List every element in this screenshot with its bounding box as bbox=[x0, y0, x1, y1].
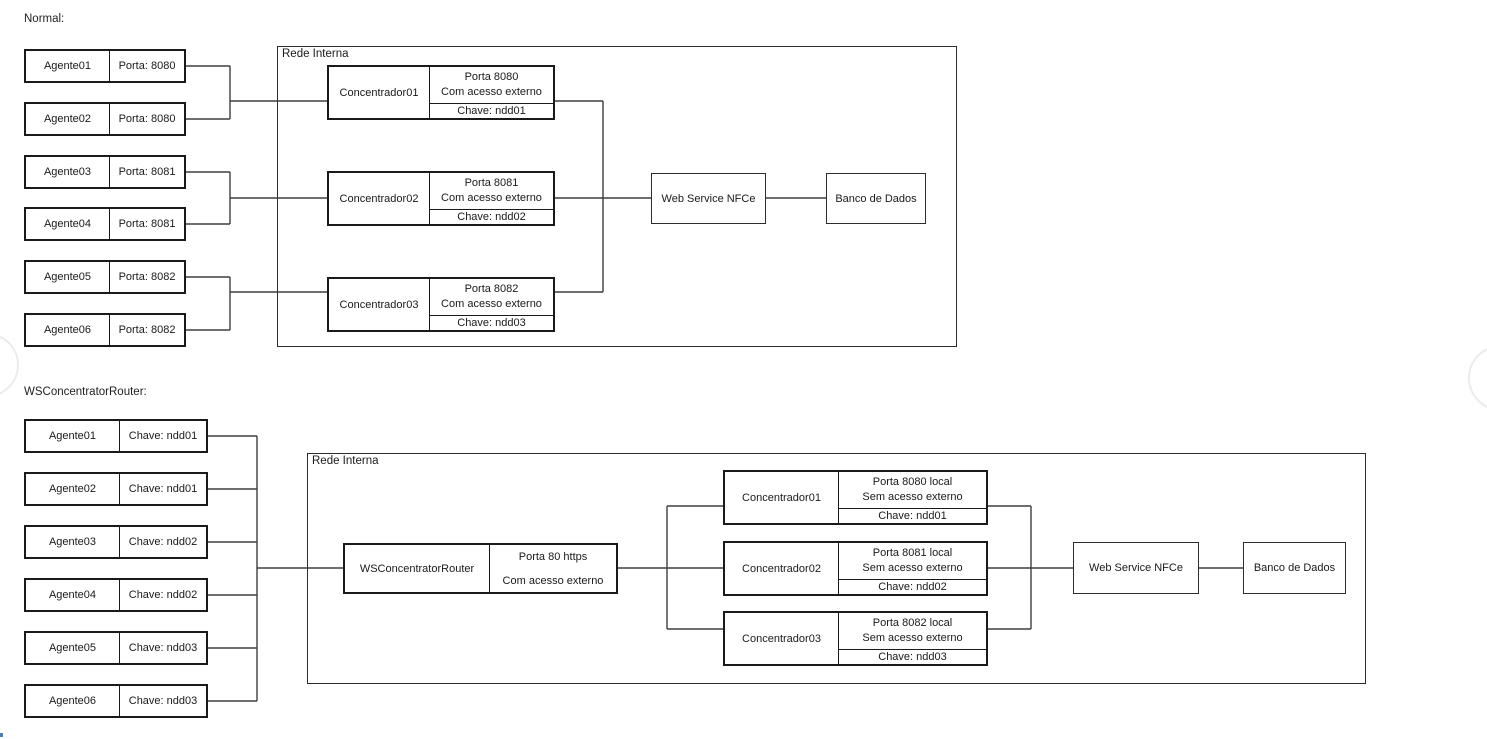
network-boundary-normal: Rede Interna bbox=[277, 46, 957, 347]
concentrator-name: Concentrador02 bbox=[725, 543, 839, 594]
concentrator-port: Porta 8082 bbox=[464, 283, 519, 295]
normal-agent-pair-connectors bbox=[186, 65, 327, 331]
normal-concentrador02-node: Concentrador02 Porta 8081 Com acesso ext… bbox=[327, 171, 555, 226]
concentrator-key: Chave: ndd01 bbox=[878, 510, 947, 522]
agent-detail: Chave: ndd03 bbox=[128, 695, 198, 707]
webservice-label: Web Service NFCe bbox=[1089, 562, 1183, 574]
concentrator-access: Sem acesso externo bbox=[862, 562, 963, 574]
concentrator-access: Com acesso externo bbox=[441, 192, 542, 204]
concentrator-access: Com acesso externo bbox=[441, 86, 542, 98]
agent-detail: Chave: ndd03 bbox=[128, 642, 198, 654]
normal-agente02-node: Agente02 Porta: 8080 bbox=[24, 102, 186, 136]
agent-detail: Porta: 8082 bbox=[118, 324, 176, 336]
diagram-title-normal: Normal: bbox=[24, 13, 65, 25]
concentrator-port: Porta 8080 local bbox=[872, 476, 953, 488]
normal-concentrator-bus-connectors bbox=[555, 100, 826, 293]
concentrator-name: Concentrador01 bbox=[329, 67, 430, 118]
normal-agente03-node: Agente03 Porta: 8081 bbox=[24, 155, 186, 189]
router-name: WSConcentratorRouter bbox=[345, 545, 490, 592]
agent-detail: Chave: ndd02 bbox=[128, 589, 198, 601]
concentrator-key: Chave: ndd02 bbox=[878, 581, 947, 593]
router-agente04-node: Agente04 Chave: ndd02 bbox=[24, 578, 208, 612]
router-concentrador01-node: Concentrador01 Porta 8080 local Sem aces… bbox=[723, 470, 988, 525]
normal-database-node: Banco de Dados bbox=[826, 173, 926, 224]
normal-concentrador01-node: Concentrador01 Porta 8080 Com acesso ext… bbox=[327, 65, 555, 120]
router-agente02-node: Agente02 Chave: ndd01 bbox=[24, 472, 208, 506]
agent-detail: Porta: 8081 bbox=[118, 218, 176, 230]
wsconcentratorrouter-node: WSConcentratorRouter Porta 80 https Com … bbox=[343, 543, 618, 594]
router-database-node: Banco de Dados bbox=[1243, 542, 1346, 594]
router-port: Porta 80 https bbox=[518, 551, 588, 563]
router-agent-bus-connectors bbox=[208, 435, 343, 702]
agent-name: Agente06 bbox=[26, 315, 110, 345]
router-concentrator-bus-connectors bbox=[618, 505, 1243, 630]
concentrator-port: Porta 8082 local bbox=[872, 617, 953, 629]
normal-agente06-node: Agente06 Porta: 8082 bbox=[24, 313, 186, 347]
normal-agente04-node: Agente04 Porta: 8081 bbox=[24, 207, 186, 241]
database-label: Banco de Dados bbox=[1253, 562, 1336, 574]
agent-name: Agente02 bbox=[26, 474, 120, 504]
concentrator-access: Sem acesso externo bbox=[862, 491, 963, 503]
agent-detail: Chave: ndd02 bbox=[128, 536, 198, 548]
agent-name: Agente05 bbox=[26, 262, 110, 292]
agent-name: Agente01 bbox=[26, 51, 110, 81]
normal-concentrador03-node: Concentrador03 Porta 8082 Com acesso ext… bbox=[327, 277, 555, 332]
diagram-title-router: WSConcentratorRouter: bbox=[24, 386, 147, 398]
concentrator-key: Chave: ndd03 bbox=[457, 317, 526, 329]
agent-name: Agente05 bbox=[26, 633, 120, 663]
normal-agente01-node: Agente01 Porta: 8080 bbox=[24, 49, 186, 83]
agent-detail: Porta: 8080 bbox=[118, 60, 176, 72]
router-concentrador02-node: Concentrador02 Porta 8081 local Sem aces… bbox=[723, 541, 988, 596]
router-webservice-node: Web Service NFCe bbox=[1073, 542, 1199, 594]
webservice-label: Web Service NFCe bbox=[661, 192, 756, 205]
agent-name: Agente02 bbox=[26, 104, 110, 134]
corner-mark-artifact bbox=[0, 733, 3, 737]
concentrator-name: Concentrador01 bbox=[725, 472, 839, 523]
agent-detail: Porta: 8080 bbox=[118, 113, 176, 125]
agent-name: Agente01 bbox=[26, 421, 120, 451]
agent-detail: Chave: ndd01 bbox=[128, 430, 198, 442]
agent-name: Agente04 bbox=[26, 209, 110, 239]
router-agente03-node: Agente03 Chave: ndd02 bbox=[24, 525, 208, 559]
concentrator-key: Chave: ndd03 bbox=[878, 651, 947, 663]
agent-name: Agente06 bbox=[26, 686, 120, 716]
network-label-router: Rede Interna bbox=[312, 455, 379, 467]
concentrator-name: Concentrador02 bbox=[329, 173, 430, 224]
concentrator-access: Com acesso externo bbox=[441, 298, 542, 310]
normal-webservice-node: Web Service NFCe bbox=[651, 173, 766, 224]
concentrator-name: Concentrador03 bbox=[725, 613, 839, 664]
agent-detail: Porta: 8082 bbox=[118, 271, 176, 283]
concentrator-key: Chave: ndd02 bbox=[457, 211, 526, 223]
concentrator-access: Sem acesso externo bbox=[862, 632, 963, 644]
concentrator-key: Chave: ndd01 bbox=[457, 105, 526, 117]
router-concentrador03-node: Concentrador03 Porta 8082 local Sem aces… bbox=[723, 611, 988, 666]
router-agente05-node: Agente05 Chave: ndd03 bbox=[24, 631, 208, 665]
normal-agente05-node: Agente05 Porta: 8082 bbox=[24, 260, 186, 294]
concentrator-port: Porta 8080 bbox=[464, 71, 519, 83]
agent-name: Agente03 bbox=[26, 157, 110, 187]
network-label-normal: Rede Interna bbox=[282, 48, 349, 60]
router-agente01-node: Agente01 Chave: ndd01 bbox=[24, 419, 208, 453]
agent-name: Agente04 bbox=[26, 580, 120, 610]
concentrator-port: Porta 8081 bbox=[464, 177, 519, 189]
router-access: Com acesso externo bbox=[502, 575, 604, 587]
agent-detail: Porta: 8081 bbox=[118, 166, 176, 178]
router-agente06-node: Agente06 Chave: ndd03 bbox=[24, 684, 208, 718]
concentrator-name: Concentrador03 bbox=[329, 279, 430, 330]
concentrator-port: Porta 8081 local bbox=[872, 547, 953, 559]
agent-detail: Chave: ndd01 bbox=[128, 483, 198, 495]
database-label: Banco de Dados bbox=[835, 192, 917, 205]
agent-name: Agente03 bbox=[26, 527, 120, 557]
